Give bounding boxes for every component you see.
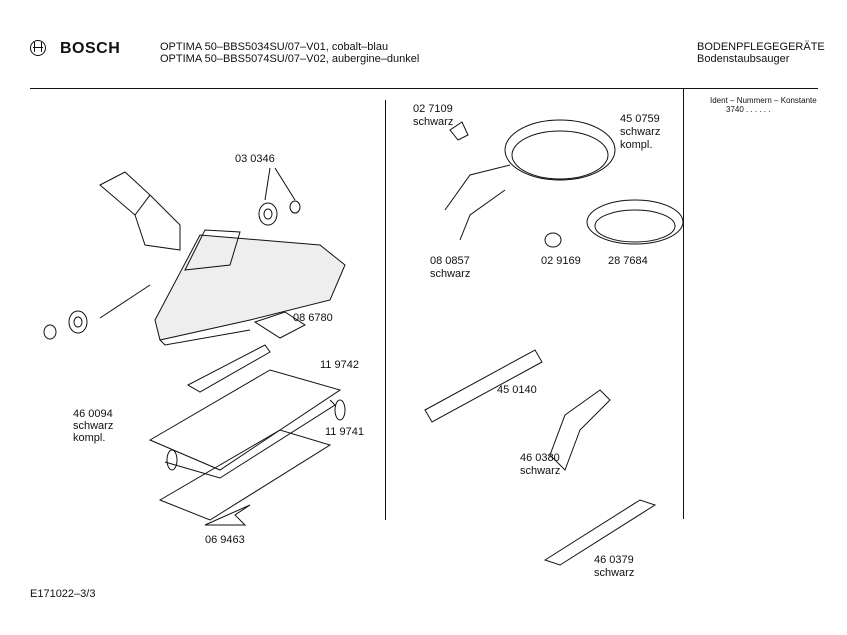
- part-color: schwarz: [413, 116, 454, 128]
- part-number: 08 6780: [293, 312, 333, 324]
- header-divider: [30, 88, 818, 89]
- part-number: 46 0379: [594, 554, 634, 566]
- part-color: schwarz: [430, 268, 471, 280]
- subcategory: Bodenstaubsauger: [697, 53, 790, 65]
- part-number: 11 9742: [320, 359, 359, 371]
- part-number: 03 0346: [235, 153, 275, 165]
- part-number: 45 0759: [620, 113, 660, 125]
- section-divider: [385, 100, 386, 520]
- part-color: schwarz: [594, 567, 635, 579]
- part-color: schwarz: [620, 126, 661, 138]
- document-id: E171022–3/3: [30, 588, 96, 600]
- category: BODENPFLEGEGERÄTE: [697, 41, 825, 53]
- model-line-2: OPTIMA 50–BBS5074SU/07–V02, aubergine–du…: [160, 53, 420, 65]
- part-number: 08 0857: [430, 255, 470, 267]
- part-color: schwarz: [520, 465, 561, 477]
- part-number: 02 9169: [541, 255, 581, 267]
- part-number: 46 0380: [520, 452, 560, 464]
- ident-label: Ident – Nummern – Konstante: [710, 96, 817, 105]
- part-note: kompl.: [620, 139, 653, 151]
- part-number: 02 7109: [413, 103, 453, 115]
- part-number: 46 0094: [73, 408, 113, 420]
- model-line-1: OPTIMA 50–BBS5034SU/07–V01, cobalt–blau: [160, 41, 389, 53]
- hose-drawing: [444, 119, 684, 248]
- brand-name: BOSCH: [60, 40, 121, 57]
- part-number: 06 9463: [205, 534, 245, 546]
- part-color: schwarz: [73, 420, 114, 432]
- part-number: 45 0140: [497, 384, 537, 396]
- pedal-and-plates-drawing: [148, 311, 346, 526]
- ident-divider: [683, 89, 684, 519]
- part-number: 28 7684: [608, 255, 648, 267]
- part-note: kompl.: [73, 432, 106, 444]
- tube-and-nozzles-drawing: [424, 349, 657, 566]
- part-number: 11 9741: [325, 426, 364, 438]
- floor-nozzle-drawing: [43, 167, 346, 346]
- ident-value: 3740 . . . . . .: [726, 105, 771, 114]
- bosch-logo-icon: [30, 40, 46, 56]
